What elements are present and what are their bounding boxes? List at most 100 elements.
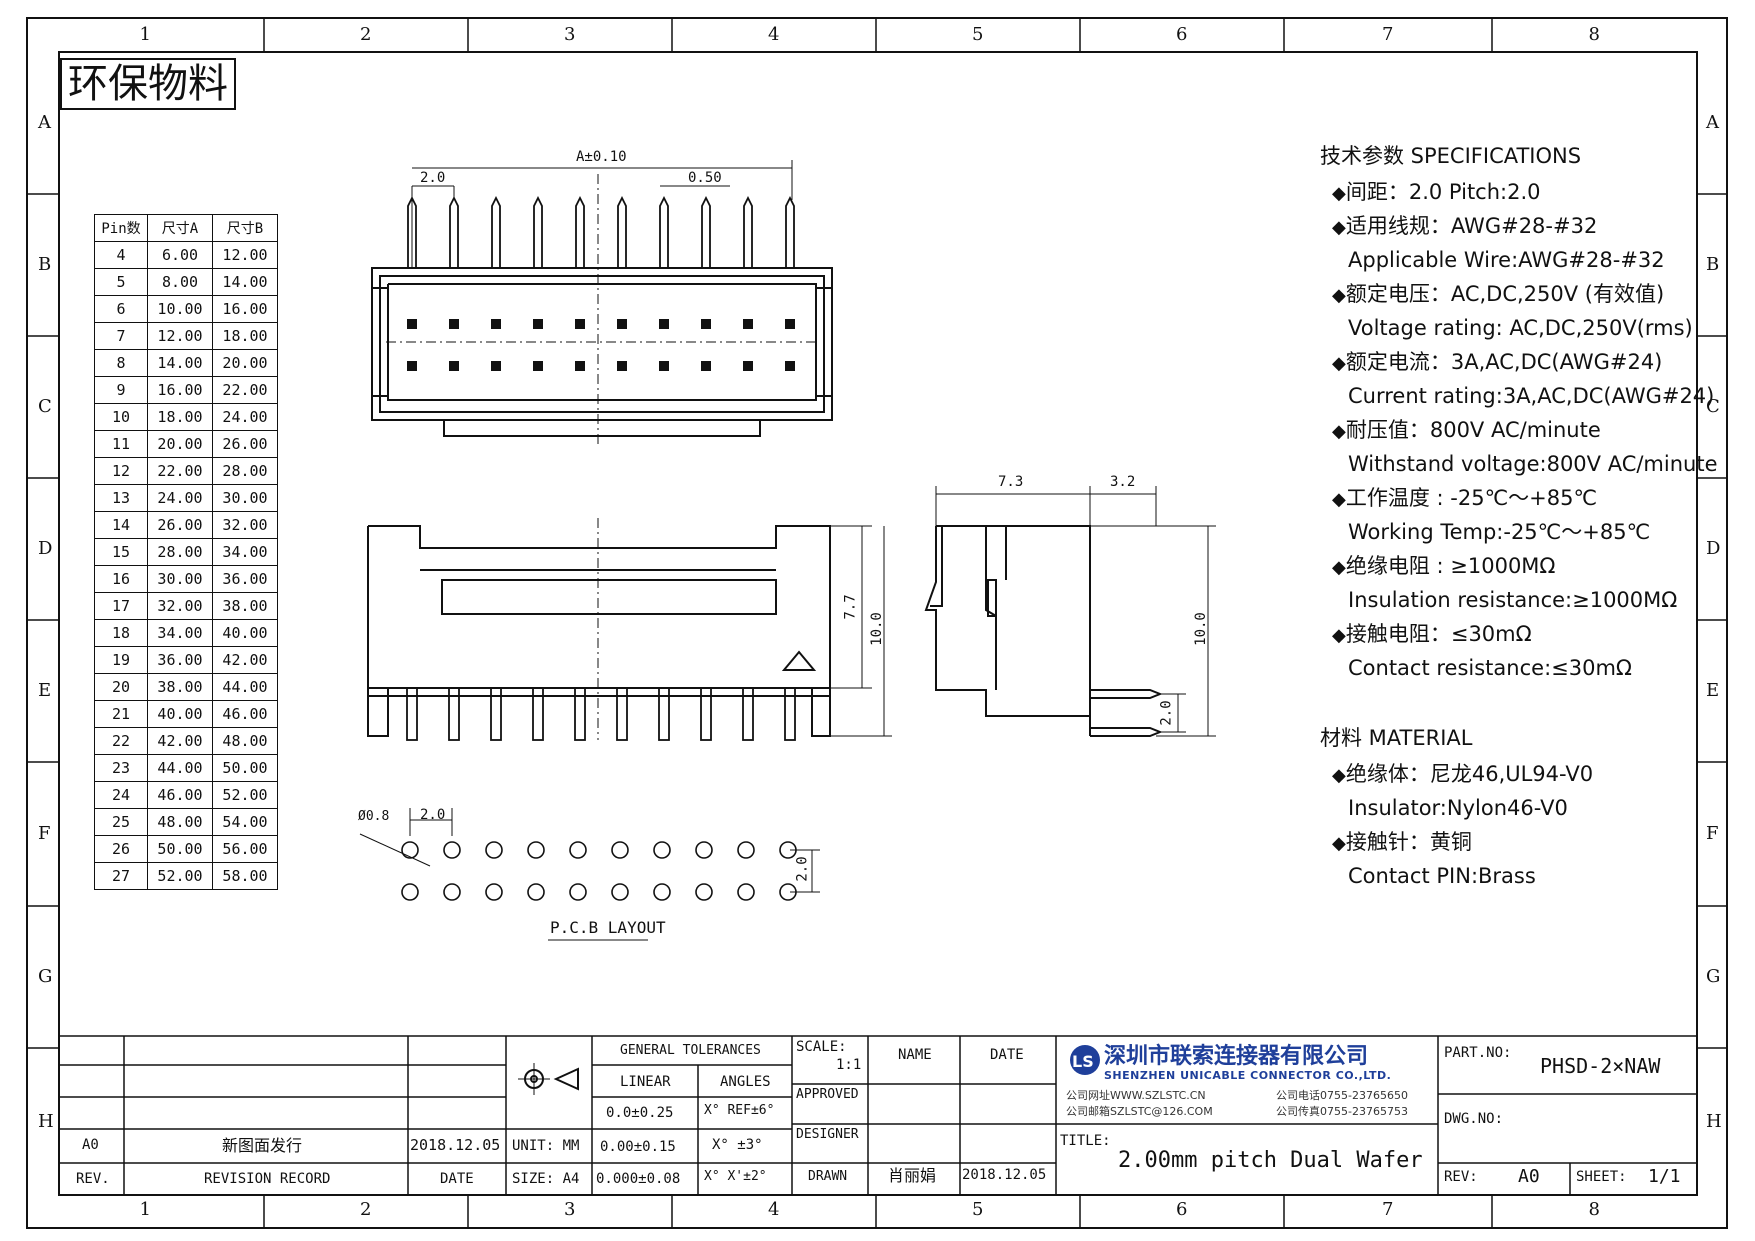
spec-line: Insulation resistance:≥1000MΩ bbox=[1348, 590, 1677, 611]
pin-dot bbox=[449, 319, 459, 329]
company-name-en: SHENZHEN UNICABLE CONNECTOR CO.,LTD. bbox=[1104, 1069, 1392, 1082]
frame-row-label-left: B bbox=[38, 254, 52, 275]
company-phone: 公司电话0755-23765650 bbox=[1276, 1089, 1408, 1102]
spec-line: Applicable Wire:AWG#28-#32 bbox=[1348, 250, 1665, 271]
spec-text: 绝缘电阻 : ≥1000MΩ bbox=[1345, 554, 1556, 578]
pin-front bbox=[532, 687, 544, 741]
pin-dot bbox=[785, 319, 795, 329]
pin-front bbox=[658, 687, 670, 741]
tol-linear-1: 0.0±0.25 bbox=[606, 1105, 674, 1121]
table-cell: 9 bbox=[94, 376, 148, 404]
company-email: 公司邮箱SZLSTC@126.COM bbox=[1066, 1105, 1213, 1118]
frame-col-label-top: 2 bbox=[360, 24, 372, 45]
tol-linear-2: 0.00±0.15 bbox=[600, 1139, 676, 1155]
pin-dot bbox=[575, 319, 585, 329]
table-cell: 18.00 bbox=[147, 403, 213, 431]
spec-text: 耐压值：800V AC/minute bbox=[1345, 418, 1601, 442]
top-view bbox=[371, 174, 833, 448]
pin-dot bbox=[701, 361, 711, 371]
table-cell: 40.00 bbox=[147, 700, 213, 728]
pin-front bbox=[700, 687, 712, 741]
spec-line: ◆接触针：黄铜 bbox=[1332, 832, 1472, 853]
spec-line: ◆适用线规：AWG#28-#32 bbox=[1332, 216, 1597, 237]
company-website: 公司网址WWW.SZLSTC.CN bbox=[1066, 1089, 1206, 1102]
pcb-hole bbox=[737, 883, 755, 901]
spec-text: Contact resistance:≤30mΩ bbox=[1348, 656, 1632, 680]
table-cell: 20.00 bbox=[147, 430, 213, 458]
dim-pcb-row-pitch: 2.0 bbox=[794, 856, 811, 882]
spec-text: 适用线规：AWG#28-#32 bbox=[1345, 214, 1598, 238]
table-cell: 8 bbox=[94, 349, 148, 377]
table-cell: 11 bbox=[94, 430, 148, 458]
pcb-hole bbox=[443, 883, 461, 901]
table-cell: 14.00 bbox=[212, 268, 278, 296]
pin-front bbox=[742, 687, 754, 741]
bullet-diamond-icon: ◆ bbox=[1332, 353, 1346, 374]
spec-line: Working Temp:-25℃～+85℃ bbox=[1348, 522, 1650, 543]
table-cell: 24.00 bbox=[212, 403, 278, 431]
frame-col-label-bottom: 8 bbox=[1588, 1199, 1600, 1220]
dim-side-depth: 7.3 bbox=[998, 474, 1024, 490]
bullet-diamond-icon: ◆ bbox=[1332, 833, 1346, 854]
linear-label: LINEAR bbox=[620, 1074, 671, 1090]
pin-top bbox=[701, 195, 711, 268]
table-cell: 22.00 bbox=[147, 457, 213, 485]
table-cell: 38.00 bbox=[212, 592, 278, 620]
revision-record-label: REVISION RECORD bbox=[204, 1171, 331, 1187]
table-cell: 24.00 bbox=[147, 484, 213, 512]
table-cell: 22 bbox=[94, 727, 148, 755]
pin-top bbox=[785, 195, 795, 268]
table-cell: 58.00 bbox=[212, 862, 278, 890]
pin-front bbox=[574, 687, 586, 741]
pin-dot bbox=[533, 319, 543, 329]
pin-dot bbox=[617, 319, 627, 329]
pcb-hole bbox=[569, 883, 587, 901]
pin-dot bbox=[449, 361, 459, 371]
sheet-label: SHEET: bbox=[1576, 1169, 1627, 1185]
table-cell: 28.00 bbox=[212, 457, 278, 485]
table-cell: 10.00 bbox=[147, 295, 213, 323]
spec-line: ◆额定电流：3A,AC,DC(AWG#24) bbox=[1332, 352, 1662, 373]
table-cell: 54.00 bbox=[212, 808, 278, 836]
eco-material-stamp: 环保物料 bbox=[60, 58, 236, 110]
pin-front bbox=[448, 687, 460, 741]
spec-text: 额定电流：3A,AC,DC(AWG#24) bbox=[1345, 350, 1663, 374]
frame-col-label-bottom: 1 bbox=[139, 1199, 151, 1220]
part-no-value: PHSD-2×NAW bbox=[1540, 1054, 1661, 1078]
pcb-hole bbox=[737, 841, 755, 859]
table-cell: 42.00 bbox=[212, 646, 278, 674]
col-header-dim-b: 尺寸B bbox=[212, 214, 278, 242]
table-cell: 27 bbox=[94, 862, 148, 890]
table-cell: 40.00 bbox=[212, 619, 278, 647]
pin-dot bbox=[575, 361, 585, 371]
table-cell: 6.00 bbox=[147, 241, 213, 269]
material-heading: 材料 MATERIAL bbox=[1320, 726, 1473, 750]
spec-text: Contact PIN:Brass bbox=[1348, 864, 1536, 888]
table-cell: 30.00 bbox=[212, 484, 278, 512]
pcb-hole bbox=[569, 841, 587, 859]
spec-text: Working Temp:-25℃～+85℃ bbox=[1348, 520, 1651, 544]
table-cell: 12.00 bbox=[212, 241, 278, 269]
table-cell: 56.00 bbox=[212, 835, 278, 863]
rev-label-tb: REV: bbox=[1444, 1169, 1478, 1185]
table-cell: 26.00 bbox=[147, 511, 213, 539]
dim-pcb-hole: Ø0.8 bbox=[358, 809, 390, 824]
pcb-hole bbox=[611, 883, 629, 901]
